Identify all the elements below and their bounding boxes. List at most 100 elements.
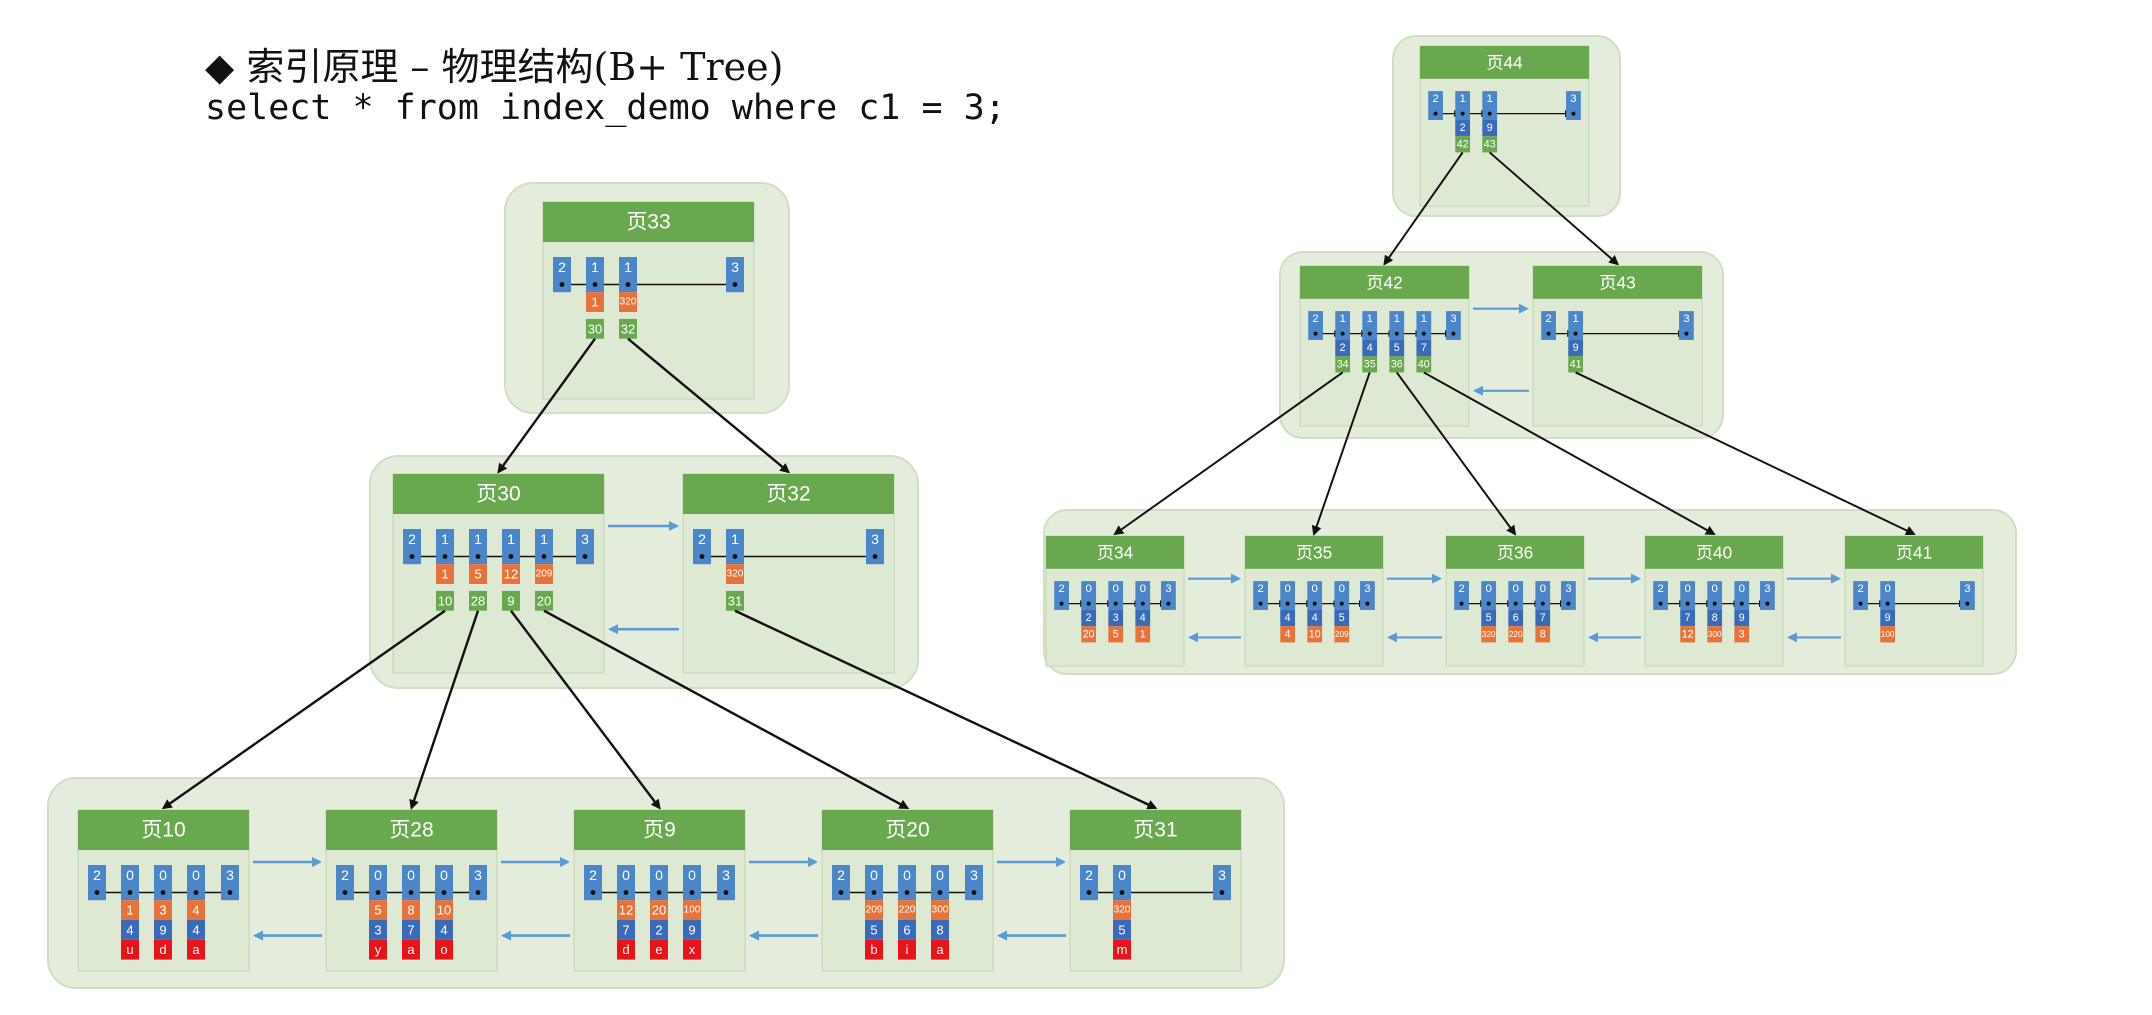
key-c1: 9 — [688, 922, 695, 937]
record-pointer-dot — [1513, 601, 1518, 606]
record-header-cell — [576, 529, 594, 565]
record-pointer-dot — [625, 282, 631, 287]
record-pointer-dot — [375, 890, 381, 895]
page-label: 页41 — [1896, 542, 1932, 562]
record-type: 3 — [722, 867, 730, 883]
child-pointer-arrow — [1575, 371, 1916, 536]
value-c3-cell — [435, 939, 453, 960]
page-label: 页33 — [626, 211, 670, 234]
child-page-number: 31 — [728, 593, 742, 608]
page-label: 页42 — [1366, 272, 1402, 292]
key-c1: 7 — [1421, 342, 1427, 354]
record-header-cell — [650, 865, 668, 901]
key-c2-cell — [650, 900, 668, 920]
record-pointer-dot — [1965, 601, 1970, 606]
record-type: 3 — [226, 867, 234, 883]
page-header — [1070, 810, 1241, 850]
child-pointer-arrow — [627, 337, 791, 474]
record-pointer-dot — [127, 890, 133, 895]
child-pointer-arrow — [734, 609, 1158, 810]
page-header — [1533, 266, 1702, 299]
record-header-cell — [1454, 581, 1469, 610]
key-c1: 2 — [1460, 122, 1466, 134]
record-pointer-dot — [441, 890, 447, 895]
page-header — [1446, 536, 1584, 569]
key-c2-cell — [1280, 626, 1296, 643]
record-type: 3 — [1165, 583, 1171, 595]
record-header-cell — [502, 529, 520, 565]
record-pointer-dot — [689, 890, 695, 895]
record-header-cell — [1135, 581, 1151, 610]
record-type: 1 — [591, 259, 599, 275]
key-c2-cell — [1081, 626, 1097, 643]
record-type: 3 — [970, 867, 978, 883]
key-c1: 4 — [126, 922, 133, 937]
record-type: 0 — [192, 867, 200, 883]
value-c3-cell — [1113, 939, 1131, 960]
key-c2-cell — [502, 564, 520, 584]
record-type: 2 — [837, 867, 845, 883]
value-c3: e — [655, 942, 662, 957]
key-c1-cell — [1135, 609, 1151, 627]
key-c1: 8 — [1712, 612, 1718, 624]
record-header-cell — [1335, 311, 1351, 340]
record-header-cell — [435, 865, 453, 901]
record-header-cell — [1853, 581, 1868, 610]
key-c2-cell — [586, 292, 604, 312]
key-c1: 7 — [1540, 612, 1546, 624]
key-c2: 5 — [1113, 628, 1119, 640]
record-3: 3 — [1213, 865, 1231, 901]
record-type: 0 — [407, 867, 415, 883]
record-2: 2 — [693, 529, 711, 565]
record-header-cell — [187, 865, 205, 901]
page-header — [1420, 46, 1589, 79]
record-type: 1 — [1367, 313, 1373, 325]
record-header-cell — [619, 257, 637, 293]
record-type: 3 — [1964, 583, 1970, 595]
record-pointer-dot — [1486, 601, 1491, 606]
key-c1-cell — [1389, 339, 1405, 357]
record-type: 2 — [1432, 93, 1438, 105]
record-pointer-dot — [1765, 601, 1770, 606]
key-c1: 7 — [407, 922, 414, 937]
record-type: 0 — [1284, 583, 1290, 595]
key-c1-cell — [1081, 609, 1097, 627]
key-c2: 12 — [1682, 628, 1694, 640]
record-header-cell — [1679, 311, 1694, 340]
child-page-number: 10 — [438, 593, 452, 608]
record-header-cell — [1213, 865, 1231, 901]
child-page-number: 32 — [621, 321, 635, 336]
key-c2: 20 — [1083, 628, 1095, 640]
record-header-cell — [1680, 581, 1696, 610]
child-page-number-cell — [1568, 356, 1584, 373]
record-2: 2 — [584, 865, 602, 901]
key-c1: 3 — [1113, 612, 1119, 624]
record-header-cell — [1481, 581, 1497, 610]
key-c2: 3 — [159, 903, 166, 918]
key-c1-cell — [187, 920, 205, 940]
record-header-cell — [1653, 581, 1668, 610]
value-c3-cell — [898, 939, 916, 960]
record-type: 1 — [1459, 93, 1465, 105]
record-2: 2 — [1541, 311, 1556, 340]
record-type: 3 — [1450, 313, 1456, 325]
diagram-title: ◆ 索引原理 – 物理结构(B+ Tree) — [205, 36, 783, 91]
key-c2-cell — [1307, 626, 1323, 643]
record-pointer-dot — [1219, 890, 1225, 895]
page-header — [1645, 536, 1783, 569]
value-c3-cell — [865, 939, 883, 960]
key-c2-cell — [435, 900, 453, 920]
record-type: 2 — [1857, 583, 1863, 595]
page-label: 页31 — [1133, 819, 1177, 842]
